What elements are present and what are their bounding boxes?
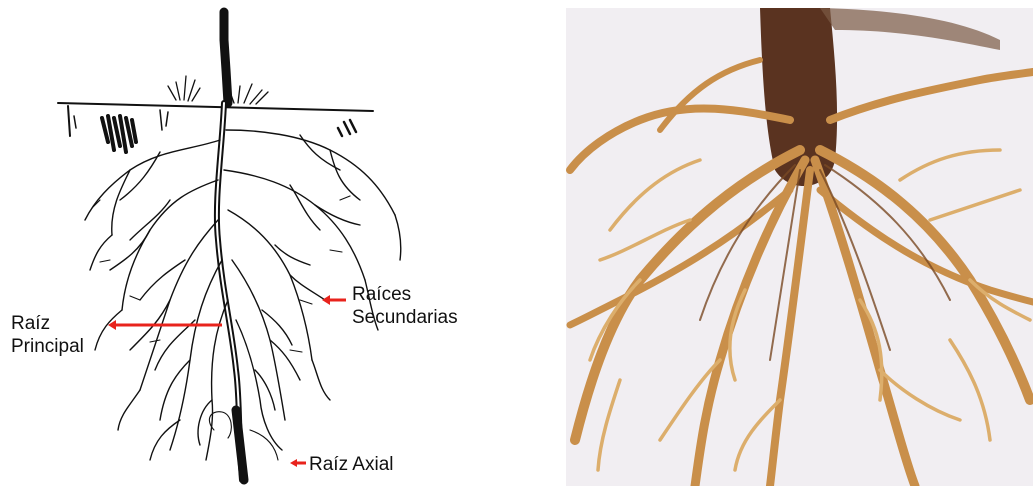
root-drawing	[58, 12, 401, 480]
fine-rootlets	[92, 196, 350, 460]
label-raiz-principal: Raíz Principal	[11, 313, 84, 359]
soil-marks	[68, 106, 356, 152]
secondary-roots-left	[85, 140, 228, 460]
label-raiz-principal-line2: Principal	[11, 336, 84, 359]
label-raiz-principal-line1: Raíz	[11, 313, 84, 336]
grass-tufts	[168, 76, 268, 104]
ground-line	[58, 103, 373, 111]
axial-arrow	[290, 459, 306, 467]
label-raices-secundarias-line1: Raíces	[352, 284, 458, 307]
label-raiz-axial-text: Raíz Axial	[309, 454, 393, 477]
secundarias-arrow	[322, 295, 346, 305]
label-raices-secundarias: Raíces Secundarias	[352, 284, 458, 330]
label-raiz-axial: Raíz Axial	[309, 454, 393, 477]
label-raices-secundarias-line2: Secundarias	[352, 307, 458, 330]
root-photograph	[566, 8, 1033, 486]
stem	[224, 12, 228, 103]
principal-arrow	[108, 320, 222, 330]
